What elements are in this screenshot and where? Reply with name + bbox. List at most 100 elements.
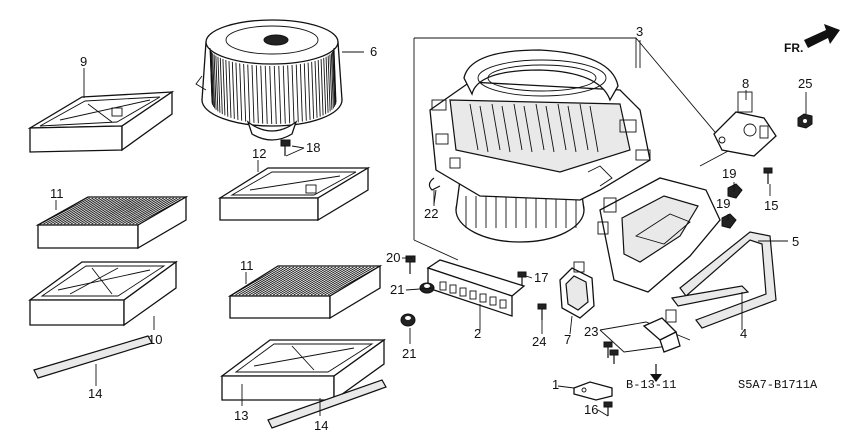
blower-fin [323,57,327,115]
callout-10: 10 [148,332,162,347]
filter-pleat [248,266,298,296]
vent-slat [589,105,599,153]
filter-pleat [307,266,358,296]
screw-17 [517,271,527,286]
blower-fin [332,51,335,107]
blower-fin [320,58,324,116]
vent-slat [479,105,489,153]
filter-frame-9 [27,90,175,153]
filter-pleat [111,197,161,225]
blower-fin [332,50,336,106]
filter-pleat [43,197,94,225]
filter-pleat [317,266,368,296]
filter-pleat [327,266,379,296]
blower-fin [333,47,337,103]
gasket-5 [679,231,777,329]
filter-element-11-center [227,264,383,320]
screw-15 [763,167,773,184]
callout-20: 20 [386,250,400,265]
vent-slat [579,103,589,151]
blower-fin [329,54,333,110]
connector-block-2 [426,259,526,317]
filter-pleat [283,266,333,296]
blower-motor-6 [195,19,343,141]
vent-slat [469,103,479,151]
callout-3: 3 [636,24,643,39]
blower-fin [303,63,307,121]
filter-pleat [266,266,316,296]
filter-element-11-left [35,195,189,250]
connector-slot [499,299,507,309]
callout-22: 22 [424,206,438,221]
bracket-assembly [599,309,691,353]
callout-12: 12 [252,146,266,161]
blower-fin [210,50,214,106]
vent-slat [557,103,567,151]
vent-slat [567,105,577,153]
blower-fin [295,64,299,123]
reference-arrow [650,364,662,382]
blower-fin [317,59,321,117]
connector-slot [469,290,477,300]
callout-21-a: 21 [390,282,404,297]
filter-pleat [314,266,365,296]
blower-fin [231,61,235,119]
callout-11-center: 11 [240,258,254,273]
filter-pleat [320,266,372,296]
callout-25: 25 [798,76,812,91]
blower-fin [327,55,331,112]
callout-18: 18 [306,140,320,155]
callout-5: 5 [792,234,799,249]
vent-slat [523,105,533,153]
blower-fin [213,54,217,110]
filter-pleat [276,266,326,296]
filter-pleat [300,266,351,296]
filter-pleat [94,197,144,225]
callout-19-a: 19 [722,166,736,181]
connector-slot [449,284,457,294]
blower-fin [225,59,229,117]
blower-fin [215,55,219,112]
blower-fin [260,65,264,124]
blower-fin [247,64,251,123]
blower-fin [255,65,259,124]
screw-24 [537,303,547,320]
filter-pleat [122,197,171,225]
filter-pleat [101,197,151,225]
blower-fin [222,58,226,116]
blower-fin [299,63,303,122]
callout-7: 7 [564,332,571,347]
filter-pleat [231,266,281,296]
seal-strip-14-left [33,335,153,379]
connector-slot [459,287,467,297]
callout-8: 8 [742,76,749,91]
filter-pleat [87,197,138,225]
callout-6: 6 [370,44,377,59]
filter-pleat [70,197,121,225]
blower-fin [217,56,221,113]
filter-pleat [252,266,302,296]
diagram-code: S5A7-B1711A [738,378,818,392]
callout-14-center: 14 [314,418,328,433]
blower-fin [325,56,329,113]
filter-frame-10 [28,260,178,327]
filter-pleat [128,197,178,225]
filter-pleat [98,197,148,225]
bracket-1 [573,381,613,401]
blower-fin [278,65,282,124]
filter-pleat [303,266,354,296]
blower-fin [251,65,255,123]
blower-fin [273,65,277,125]
filter-pleat [259,266,309,296]
callout-21-b: 21 [402,346,416,361]
blower-fin [219,57,223,115]
filter-pleat [67,197,118,225]
blower-fin [314,60,318,118]
filter-pleat [50,197,101,225]
blower-fin [239,63,243,121]
filter-pleat [91,197,141,225]
callout-11-left: 11 [50,186,64,201]
callout-15: 15 [764,198,778,213]
reference-code: B-13-11 [626,378,676,392]
